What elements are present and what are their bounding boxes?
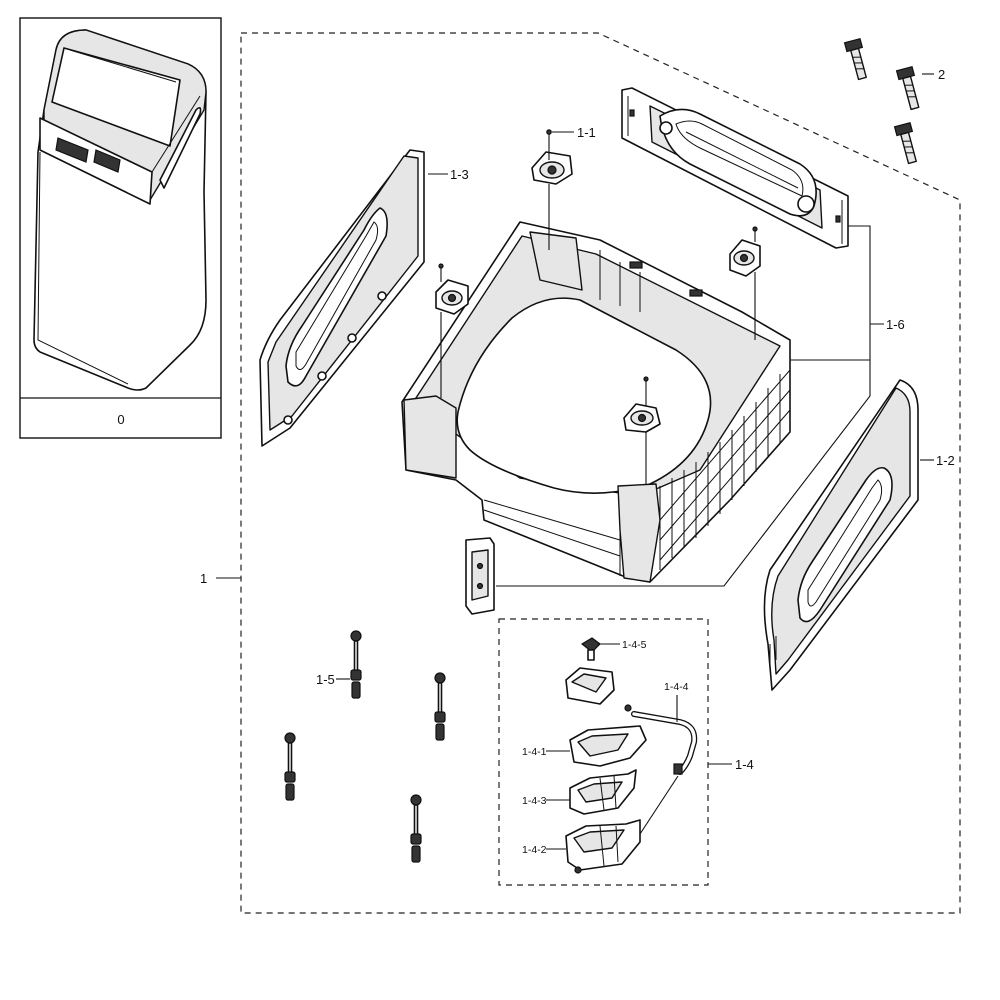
leader-part-1-6 <box>496 225 884 587</box>
callout-part-1-4: 1-4 <box>735 757 754 772</box>
inset-label: 0 <box>117 412 124 427</box>
clip-bracket <box>465 537 495 615</box>
hose-kit-part-1-4 <box>565 637 698 874</box>
mount-right <box>729 226 761 340</box>
mount-part-1-1 <box>531 129 573 250</box>
rear-bracket-part-1-6 <box>621 87 849 249</box>
hose-part-1-4-4 <box>624 704 698 835</box>
callout-part-1-6: 1-6 <box>886 317 905 332</box>
callout-part-1-4-4: 1-4-4 <box>664 681 689 693</box>
callout-part-2: 2 <box>938 67 945 82</box>
callout-part-1-4-2: 1-4-2 <box>522 844 547 856</box>
mount-front <box>623 376 661 484</box>
callout-part-1-5: 1-5 <box>316 672 335 687</box>
callout-part-1-1: 1-1 <box>577 125 596 140</box>
suspension-rods-part-1-5 <box>284 630 446 863</box>
callout-part-1-4-5: 1-4-5 <box>622 639 647 651</box>
screws-part-2 <box>843 37 920 165</box>
inset-panel: 0 <box>19 17 222 439</box>
mount-left <box>435 263 469 398</box>
part-1-4-3 <box>569 769 637 815</box>
base-frame <box>401 221 791 583</box>
cap-part-1-4-5 <box>565 637 615 705</box>
washer-illustration <box>33 29 207 391</box>
part-1-4-2 <box>565 819 641 874</box>
left-panel-part-1-3 <box>259 149 425 447</box>
callout-assembly: 1 <box>200 571 207 586</box>
assembly-boundary <box>240 32 961 914</box>
callout-part-1-2: 1-2 <box>936 453 955 468</box>
callout-part-1-4-1: 1-4-1 <box>522 746 547 758</box>
hose-kit-boundary <box>498 618 709 886</box>
right-panel-part-1-2 <box>763 379 919 691</box>
part-1-4-1 <box>569 725 647 767</box>
callout-part-1-3: 1-3 <box>450 167 469 182</box>
callout-part-1-4-3: 1-4-3 <box>522 795 547 807</box>
